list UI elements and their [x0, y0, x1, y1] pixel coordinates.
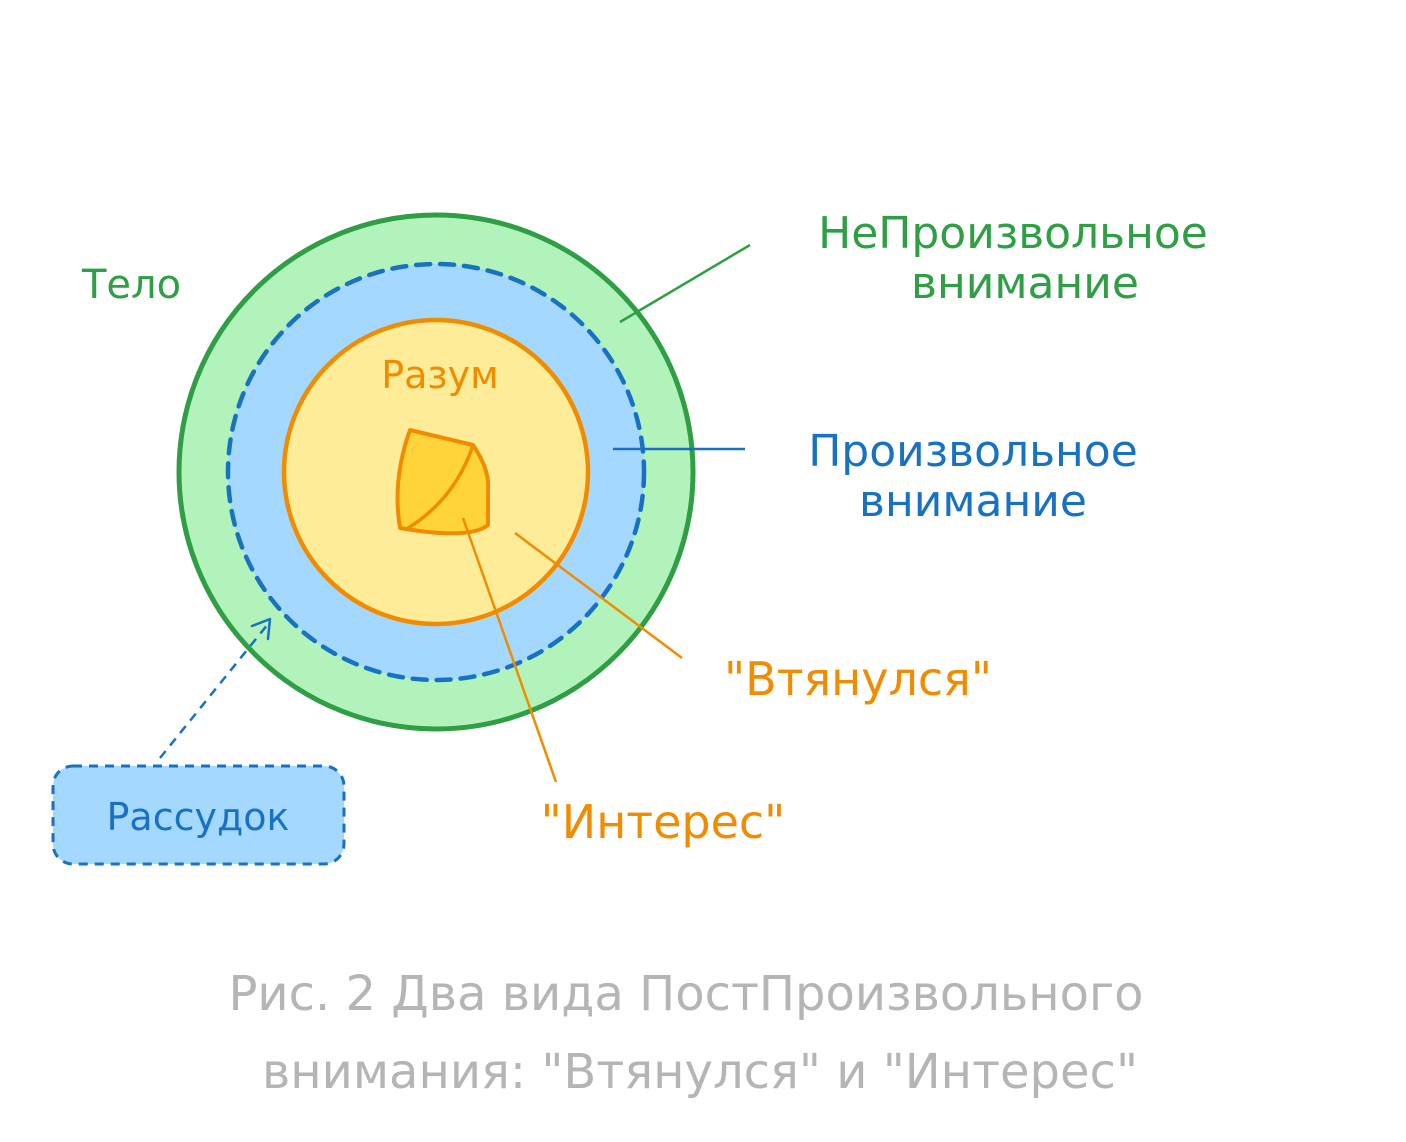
- caption-line-1: Рис. 2 Два вида ПостПроизвольного: [228, 966, 1143, 1022]
- caption-line-2: внимания: "Втянулся" и "Интерес": [262, 1044, 1138, 1100]
- pulled-in-label: "Втянулся": [724, 652, 992, 706]
- involuntary-attention-label-line2: внимание: [911, 258, 1139, 309]
- reason-arrow-line: [159, 623, 269, 759]
- reason-label: Рассудок: [107, 795, 290, 839]
- involuntary-attention-label-line1: НеПроизвольное: [818, 208, 1208, 259]
- reason-box: [51, 764, 346, 866]
- interest-label: "Интерес": [541, 795, 786, 849]
- mind-label: Разум: [381, 353, 499, 397]
- reason-arrow-head: [250, 617, 272, 641]
- core-divider-line: [404, 444, 475, 532]
- involuntary-leader-line: [619, 243, 751, 324]
- body-label: Тело: [81, 262, 181, 308]
- interest-leader-line: [461, 517, 558, 783]
- voluntary-attention-label-line2: внимание: [859, 476, 1087, 527]
- pulled-in-leader-line: [514, 531, 683, 660]
- voluntary-attention-label-line1: Произвольное: [808, 426, 1138, 477]
- core-shape: [395, 428, 491, 536]
